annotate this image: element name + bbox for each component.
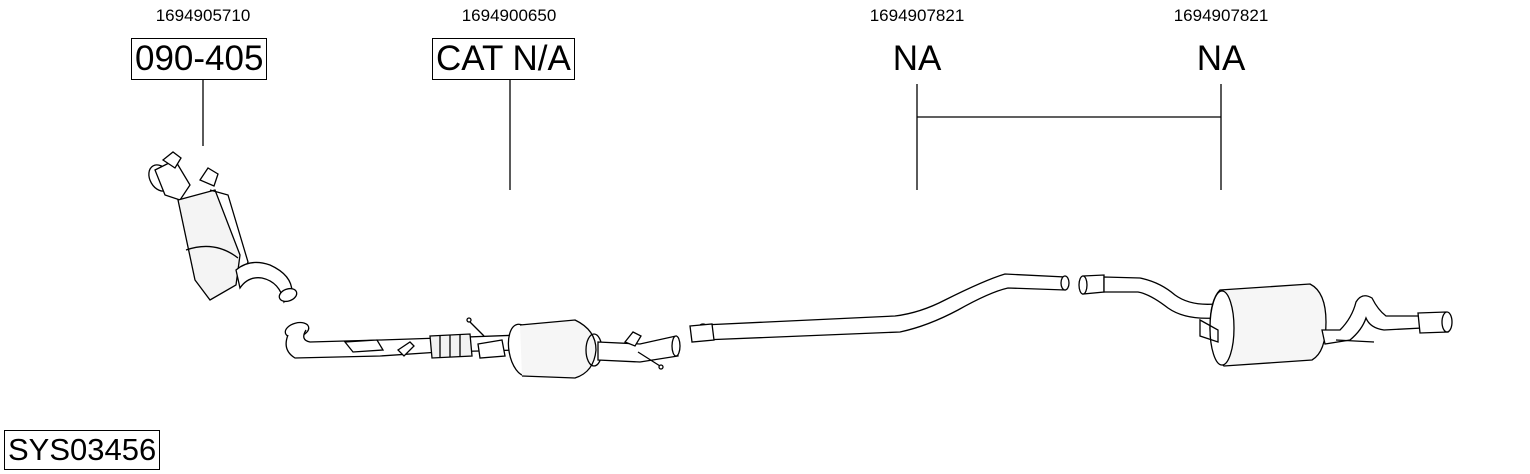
part-code-4[interactable]: NA (1196, 39, 1246, 78)
part-number-4: 1694907821 (1173, 6, 1269, 25)
part-number-2: 1694900650 (461, 6, 557, 25)
system-code-label: SYS03456 (4, 430, 161, 470)
part-number-3: 1694907821 (869, 6, 965, 25)
part-code-1[interactable]: 090-405 (131, 38, 268, 80)
front-catalyst-drawing (148, 151, 298, 304)
rear-muffler-drawing (1078, 274, 1453, 367)
part-code-2[interactable]: CAT N/A (432, 38, 575, 80)
middle-catalyst-drawing (284, 317, 681, 379)
part-code-3[interactable]: NA (892, 39, 942, 78)
part-number-1: 1694905710 (155, 6, 251, 25)
middle-pipe-drawing (689, 273, 1070, 343)
